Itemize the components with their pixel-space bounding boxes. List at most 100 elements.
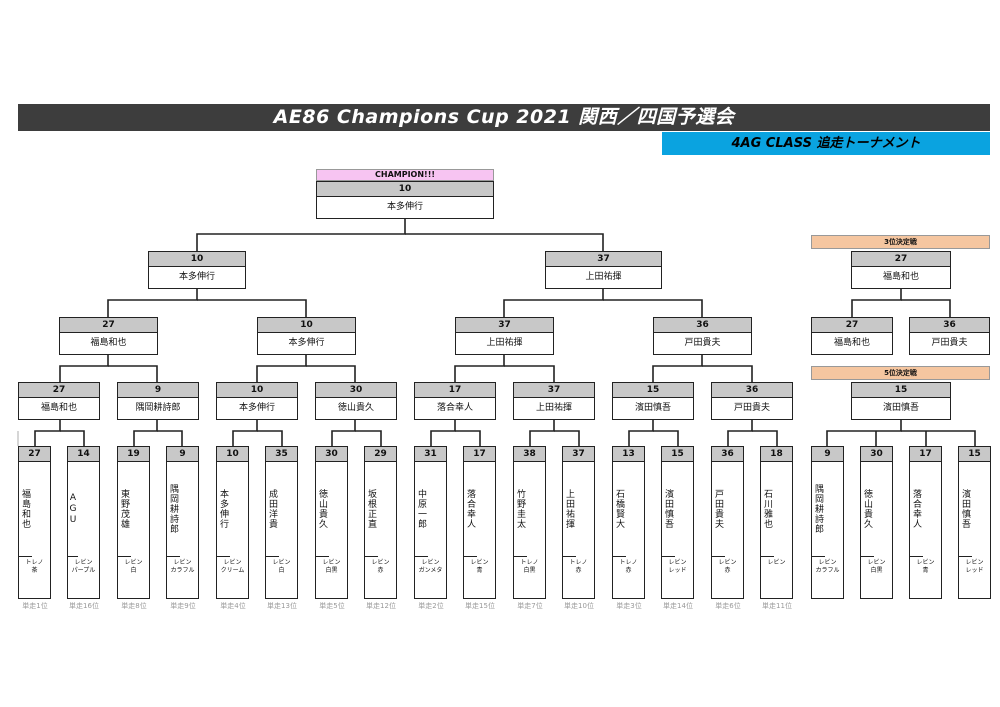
entry-car: レビン 白黒 [867, 559, 886, 574]
player-number: 36 [712, 383, 792, 398]
entry-number: 19 [118, 447, 149, 462]
entry-number: 15 [959, 447, 990, 462]
player-name: 戸田貴夫 [684, 338, 721, 348]
seed-rank: 単走14位 [663, 602, 693, 610]
entry-card: 17 落合幸人 レビン 青 [463, 446, 496, 599]
seed-rank: 単走15位 [465, 602, 495, 610]
entry-card: 27 福島和也 トレノ 茶 [18, 446, 51, 599]
player-number: 17 [415, 383, 495, 398]
player-name: 本多伸行 [238, 403, 275, 413]
champion-box: 10 本多伸行 [316, 181, 494, 219]
entry-card: 38 竹野圭太 トレノ 白黒 [513, 446, 546, 599]
player-name: 落合幸人 [436, 403, 473, 413]
player-number: 27 [60, 318, 157, 333]
seed-rank: 単走11位 [762, 602, 792, 610]
entry-number: 10 [217, 447, 248, 462]
fifth-place-entry: 9 隅岡耕詩郎 レビン カラフル [811, 446, 844, 599]
third-place-slot: 36 戸田貴夫 [909, 317, 990, 355]
entry-car: レビン 青 [916, 559, 935, 574]
third-place-winner: 27 福島和也 [851, 251, 951, 289]
player-name: 濱田慎吾 [882, 403, 919, 413]
entry-name: 東野茂雄 [118, 462, 131, 557]
player-number: 9 [118, 383, 198, 398]
entry-card: 15 濱田慎吾 レビン レッド [661, 446, 694, 599]
entry-card: 19 東野茂雄 レビン 白 [117, 446, 150, 599]
entry-car: トレノ 白黒 [520, 559, 539, 574]
player-name: 戸田貴夫 [931, 338, 968, 348]
entry-number: 29 [365, 447, 396, 462]
third-place-slot: 27 福島和也 [811, 317, 893, 355]
entry-car: レビン 白黒 [322, 559, 341, 574]
entry-card: 29 坂根正直 レビン 赤 [364, 446, 397, 599]
quarterfinal-slot: 27 福島和也 [18, 382, 100, 420]
entry-name: 落合幸人 [910, 462, 923, 557]
entry-number: 17 [464, 447, 495, 462]
quarterfinal-slot: 15 濱田慎吾 [612, 382, 694, 420]
seed-rank: 単走1位 [22, 602, 48, 610]
entry-name: 成田洋貴 [266, 462, 279, 557]
player-number: 27 [19, 383, 99, 398]
entry-card: 30 徳山貴久 レビン 白黒 [315, 446, 348, 599]
entry-car: レビン 白 [124, 559, 143, 574]
player-name: 本多伸行 [178, 272, 215, 282]
semifinal-slot: 10 本多伸行 [257, 317, 356, 355]
player-name: 本多伸行 [288, 338, 325, 348]
player-number: 10 [317, 182, 493, 197]
quarterfinal-slot: 37 上田祐揮 [513, 382, 595, 420]
seed-rank: 単走9位 [170, 602, 196, 610]
fifth-place-label: 5位決定戦 [811, 366, 990, 380]
entry-name: 戸田貴夫 [712, 462, 725, 557]
quarterfinal-slot: 9 隅岡耕詩郎 [117, 382, 199, 420]
entry-name: 徳山貴久 [316, 462, 329, 557]
entry-car: レビン 赤 [718, 559, 737, 574]
entry-number: 9 [812, 447, 843, 462]
player-number: 30 [316, 383, 396, 398]
entry-name: 福島和也 [19, 462, 32, 557]
entry-name: 本多伸行 [217, 462, 230, 557]
player-number: 37 [514, 383, 594, 398]
entry-car: レビン [767, 559, 786, 566]
entry-name: 上田祐揮 [563, 462, 576, 557]
class-label: 4AG CLASS 追走トーナメント [662, 132, 990, 155]
entry-number: 31 [415, 447, 446, 462]
entry-name: 濱田慎吾 [662, 462, 675, 557]
player-number: 37 [546, 252, 661, 267]
entry-car: トレノ 赤 [569, 559, 588, 574]
semifinal-slot: 37 上田祐揮 [455, 317, 554, 355]
entry-number: 18 [761, 447, 792, 462]
entry-card: 35 成田洋貴 レビン 白 [265, 446, 298, 599]
entry-number: 13 [613, 447, 644, 462]
player-number: 36 [910, 318, 989, 333]
entry-name: 落合幸人 [464, 462, 477, 557]
entry-number: 37 [563, 447, 594, 462]
entry-car: レビン 赤 [371, 559, 390, 574]
entry-number: 30 [861, 447, 892, 462]
entry-name: 中原一郎 [415, 462, 428, 557]
entry-card: 18 石川雅也 レビン [760, 446, 793, 599]
player-name: 上田祐揮 [486, 338, 523, 348]
entry-car: レビン パープル [71, 559, 96, 574]
player-name: 隅岡耕詩郎 [135, 403, 181, 413]
player-name: 本多伸行 [386, 202, 423, 212]
player-name: 上田祐揮 [585, 272, 622, 282]
entry-name: 石川雅也 [761, 462, 774, 557]
fifth-place-entry: 30 徳山貴久 レビン 白黒 [860, 446, 893, 599]
quarterfinal-slot: 36 戸田貴夫 [711, 382, 793, 420]
fifth-place-entry: 17 落合幸人 レビン 青 [909, 446, 942, 599]
entry-name: 竹野圭太 [514, 462, 527, 557]
seed-rank: 単走4位 [220, 602, 246, 610]
entry-name: 徳山貴久 [861, 462, 874, 557]
entry-number: 27 [19, 447, 50, 462]
entry-card: 10 本多伸行 レビン クリーム [216, 446, 249, 599]
player-name: 福島和也 [833, 338, 870, 348]
entry-car: レビン クリーム [220, 559, 245, 574]
player-number: 10 [149, 252, 245, 267]
entry-car: レビン 白 [272, 559, 291, 574]
player-name: 濱田慎吾 [634, 403, 671, 413]
entry-name: 石橋賢大 [613, 462, 626, 557]
seed-rank: 単走5位 [319, 602, 345, 610]
fifth-place-entry: 15 濱田慎吾 レビン レッド [958, 446, 991, 599]
entry-name: 坂根正直 [365, 462, 378, 557]
entry-car: トレノ 赤 [619, 559, 638, 574]
seed-rank: 単走7位 [517, 602, 543, 610]
